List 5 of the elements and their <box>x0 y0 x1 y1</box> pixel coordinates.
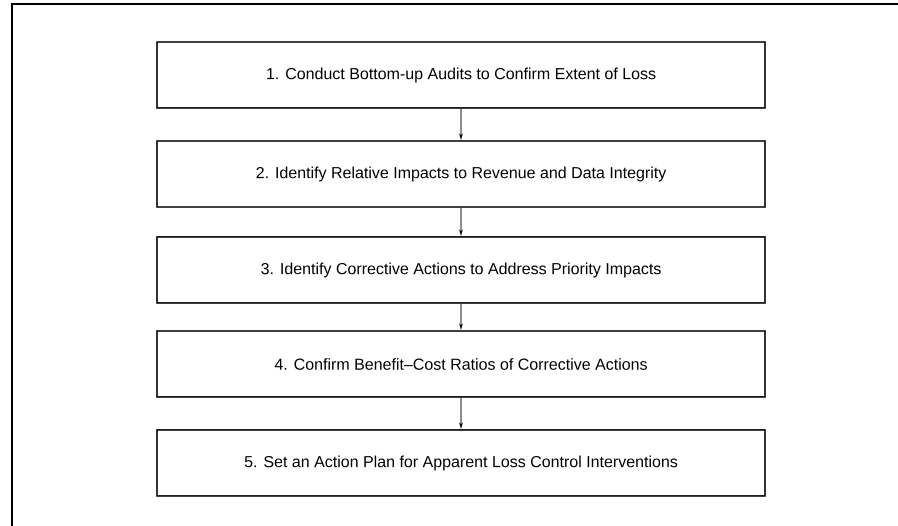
step-box: 4. Confirm Benefit–Cost Ratios of Corrective Actions <box>156 330 766 398</box>
step-box: 3. Identify Corrective Actions to Address Priority Impacts <box>156 236 766 304</box>
step-box: 1. Conduct Bottom-up Audits to Confirm Extent of Loss <box>156 41 766 109</box>
step-box: 2. Identify Relative Impacts to Revenue and Data Integrity <box>156 140 766 208</box>
step-box: 5. Set an Action Plan for Apparent Loss Control Interventions <box>156 429 766 497</box>
